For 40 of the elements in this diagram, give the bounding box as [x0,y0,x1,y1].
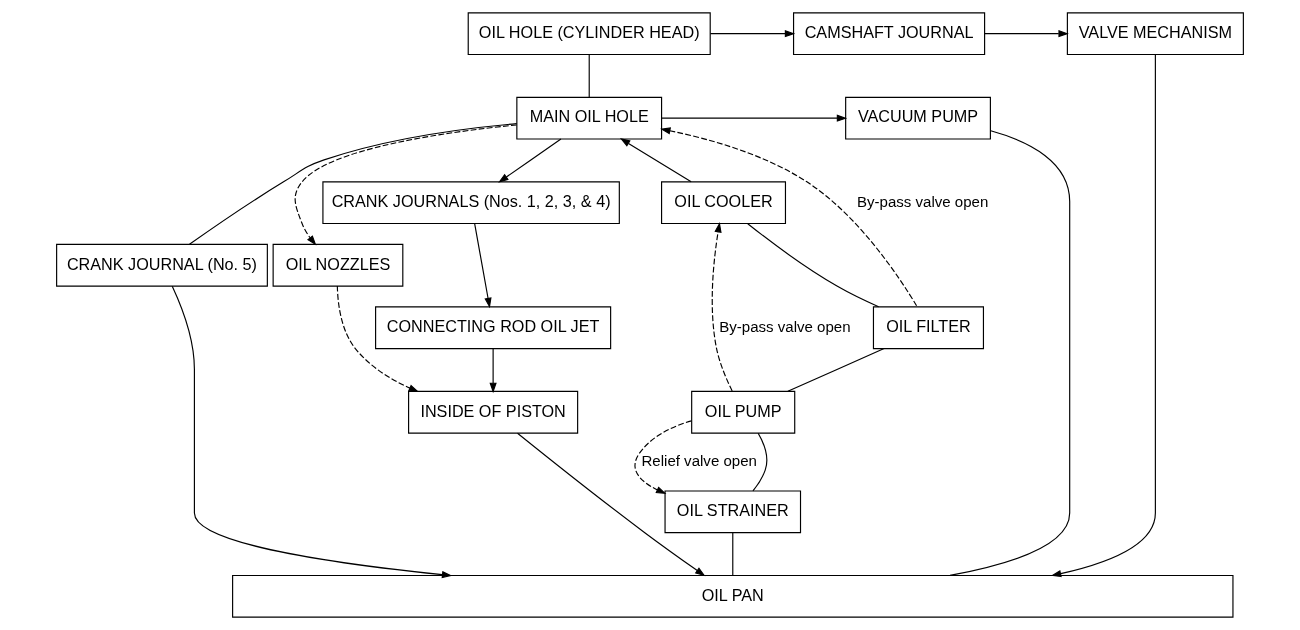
node-box: VALVE MECHANISM [1066,12,1244,56]
edge-label: By-pass valve open [857,192,989,210]
arrow [516,432,706,577]
arrow [336,285,420,393]
arrow [709,30,796,38]
arrow [498,138,562,183]
node-box: OIL PUMP [691,390,796,434]
node-box: OIL COOLER [661,181,787,225]
connector [188,123,518,245]
arrow [1050,54,1156,578]
arrow [634,420,692,495]
node-box: OIL PAN [232,574,1234,618]
node-box: INSIDE OF PISTON [408,390,579,434]
node-box: OIL NOZZLES [272,243,404,287]
arrow [171,285,453,579]
connector [747,223,880,308]
arrow [711,222,733,392]
edge-label: By-pass valve open [719,317,851,335]
arrow [661,114,848,122]
connector [588,54,590,98]
arrow [474,223,492,309]
connector [752,432,768,492]
arrow [619,138,692,183]
connector [732,532,734,577]
connector [949,130,1071,576]
arrow [660,127,918,308]
node-box: CONNECTING ROD OIL JET [375,306,612,350]
node-box: CRANK JOURNAL (No. 5) [56,243,268,287]
edge-label: Relief valve open [641,451,757,469]
node-box: CAMSHAFT JOURNAL [793,12,986,56]
arrow [984,30,1069,38]
connector [787,348,885,392]
node-box: MAIN OIL HOLE [516,96,663,140]
node-box: OIL HOLE (CYLINDER HEAD) [467,12,711,56]
node-box: VACUUM PUMP [845,96,991,140]
node-box: CRANK JOURNALS (Nos. 1, 2, 3, & 4) [322,181,620,225]
node-box: OIL STRAINER [664,490,802,534]
arrow [294,124,518,246]
arrow [489,348,497,394]
node-box: OIL FILTER [872,306,985,350]
